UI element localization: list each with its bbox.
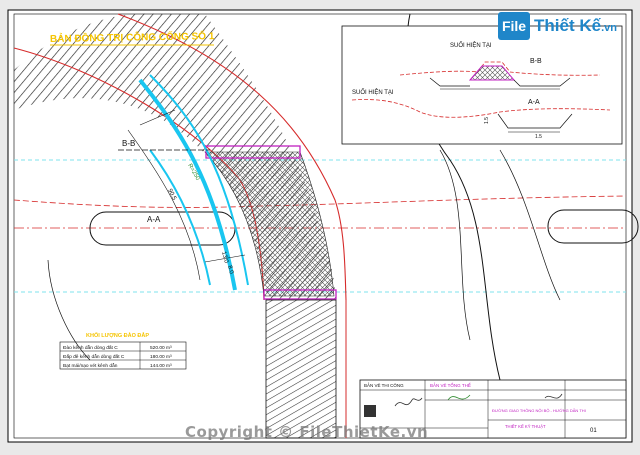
volume-row-3-label: Bạt mái/nạo vét kênh dẫn xyxy=(63,362,118,369)
inset-channel-bottom xyxy=(497,113,573,129)
signature-3 xyxy=(544,393,563,399)
title-block-project: ĐƯỜNG GIAO THÔNG NỘI BỘ - HƯỚNG DẪN THI xyxy=(492,408,586,413)
inset-label-top-left: SUỐI HIỆN TẠI xyxy=(450,41,492,49)
canal-lower-segment xyxy=(265,299,337,439)
inset-ground-bottom xyxy=(351,99,611,118)
site-logo[interactable]: File Thiết Kế.vn xyxy=(498,10,632,44)
dim-label-3: 8.0 xyxy=(226,265,234,275)
road-boundary-left xyxy=(47,259,91,361)
volume-row-1-label: Đào kênh dẫn dòng đất C xyxy=(63,344,118,351)
label-bb: B-B xyxy=(122,139,135,148)
logo-wordmark: Thiết Kế xyxy=(534,16,602,35)
dim-tick-2 xyxy=(204,254,246,263)
inset-dyke-top xyxy=(468,65,516,81)
title-block-row2: BẢN VẼ TỔNG THỂ xyxy=(430,382,471,388)
title-block-drawing-name: THIẾT KẾ KỸ THUẬT xyxy=(505,424,546,429)
volume-table-frame xyxy=(59,341,187,370)
inset-channel-top xyxy=(429,77,571,87)
volume-row-1-value: 520.00 m³ xyxy=(150,345,172,351)
diversion-canal-outer xyxy=(138,78,237,291)
logo-badge: File xyxy=(498,12,530,40)
inset-frame xyxy=(341,25,623,145)
volume-row-2-value: 180.00 m³ xyxy=(150,354,172,360)
inset-label-bottom-left: SUỐI HIỆN TẠI xyxy=(352,88,394,96)
signature-2 xyxy=(447,394,471,401)
drawing-title: BẢN ĐỒNG TRỊ CÔNG CỐNG SỐ 1 xyxy=(50,28,215,45)
title-block: BẢN VẼ THI CÔNG BẢN VẼ TỔNG THỂ ĐƯỜNG GI… xyxy=(359,379,627,439)
road-boundary-right-3 xyxy=(499,149,561,301)
label-aa: A-A xyxy=(147,215,161,224)
copyright-watermark: Copyright © FileThietKe.vn xyxy=(185,423,429,441)
culvert-head-bottom xyxy=(263,289,337,300)
inset-dim-b: 1.5 xyxy=(535,134,542,140)
diversion-canal-outer-2 xyxy=(149,149,211,286)
title-block-sheet-no: 01 xyxy=(590,428,597,434)
road-edge-outer xyxy=(117,13,347,301)
logo-domain: .vn xyxy=(601,22,617,34)
volume-row-2-label: Đắp đê kênh dẫn dòng đất C xyxy=(63,353,125,360)
diversion-canal-inner xyxy=(149,74,249,286)
dim-tick-1 xyxy=(139,109,176,126)
inset-ground-top xyxy=(399,61,601,76)
title-block-row1: BẢN VẼ THI CÔNG xyxy=(364,382,404,388)
culvert-head-top xyxy=(205,145,301,159)
title-block-frame xyxy=(359,379,627,439)
inset-label-top-right: B-B xyxy=(530,58,542,65)
dim-label-1: 90.5 xyxy=(166,188,177,202)
dim-label-2: 13.0 xyxy=(220,251,229,264)
volume-table: KHỐI LƯỢNG ĐÀO ĐẮP Đào kênh dẫn dòng đất… xyxy=(59,331,187,370)
volume-row-3-value: 144.00 m³ xyxy=(150,363,172,369)
company-logo xyxy=(364,405,376,417)
volume-table-heading: KHỐI LƯỢNG ĐÀO ĐẮP xyxy=(86,331,149,339)
dimension-line xyxy=(127,129,201,281)
road-boundary-right-2 xyxy=(439,149,471,341)
logo-text: Thiết Kế.vn xyxy=(534,16,617,36)
inset-label-bottom-right: A-A xyxy=(528,99,540,106)
culvert-area xyxy=(204,151,335,297)
signature xyxy=(394,397,423,407)
slot-right xyxy=(547,209,639,244)
inset-dim-a: 1.5 xyxy=(484,117,490,124)
